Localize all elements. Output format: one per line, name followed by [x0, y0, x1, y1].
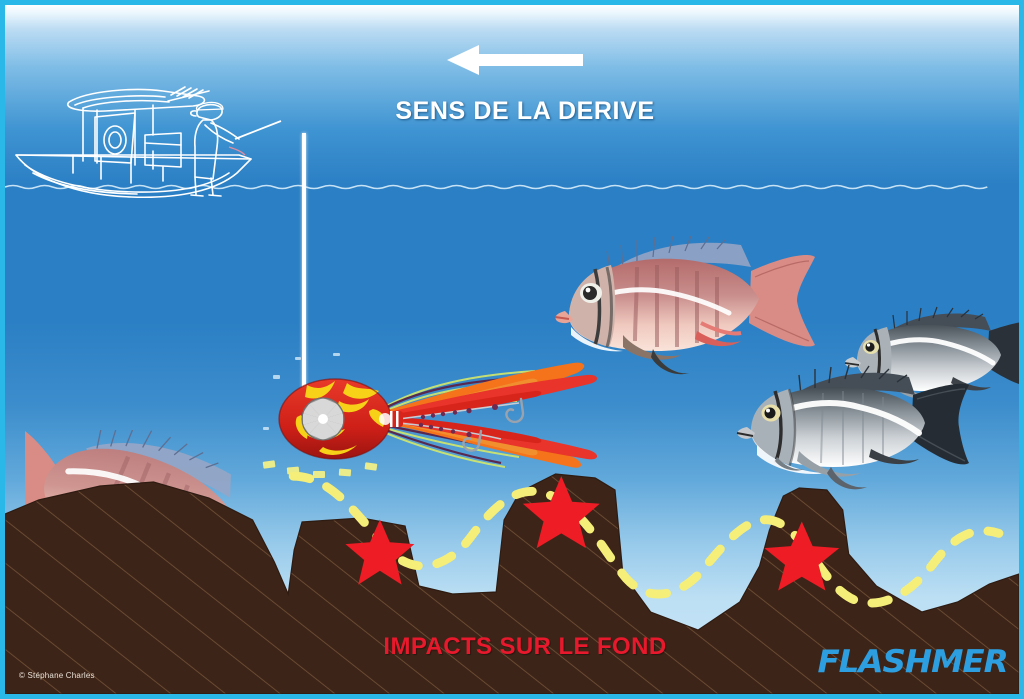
flashmer-logo: FLASHMER: [817, 644, 1008, 680]
impact-star-1: [345, 519, 415, 585]
fishing-line: [302, 133, 306, 405]
impacts-label: IMPACTS SUR LE FOND: [383, 633, 667, 660]
impact-star-group: [345, 476, 840, 591]
fish-sar-small: [844, 306, 1019, 409]
fish-sar-big: [736, 364, 969, 490]
lure-trajectory: [288, 471, 1004, 608]
fish-pagre-top: [554, 235, 815, 375]
copyright-notice: © Stéphane Charles: [19, 671, 95, 680]
fishing-lure-jig: [278, 362, 598, 468]
impact-star-3: [764, 521, 840, 591]
drift-arrow-left-icon: [447, 45, 583, 75]
drift-direction-label: SENS DE LA DERIVE: [395, 97, 655, 125]
impact-star-2: [522, 476, 600, 549]
fishing-boat: [15, 86, 282, 199]
seabed-rocks: [5, 473, 1019, 694]
water-surface-line: [5, 184, 988, 190]
